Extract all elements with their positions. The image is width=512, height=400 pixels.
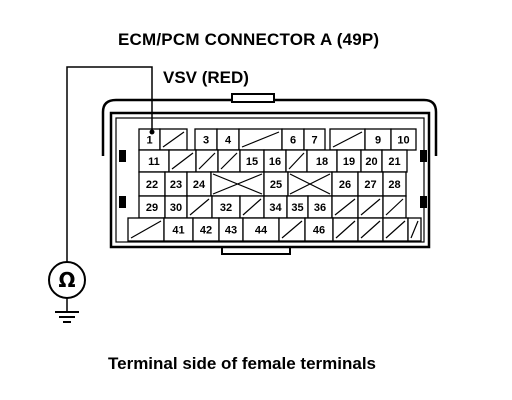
terminal-number: 25: [270, 179, 282, 191]
terminal-number: 27: [364, 179, 376, 191]
terminal-number: 21: [388, 156, 400, 168]
terminal-number: 35: [291, 202, 303, 214]
empty-mark: [385, 220, 406, 239]
terminal-number: 18: [316, 156, 328, 168]
diagram-title: ECM/PCM CONNECTOR A (49P): [118, 30, 380, 49]
empty-mark: [334, 198, 356, 216]
empty-mark: [332, 131, 363, 148]
terminal-number: 19: [343, 156, 355, 168]
probe-contact: [149, 129, 155, 135]
ohmmeter-symbol: Ω: [48, 261, 86, 299]
ohm-icon: Ω: [58, 268, 75, 292]
empty-mark: [288, 152, 305, 170]
terminal-number: 22: [146, 179, 158, 191]
terminal-number: 32: [220, 202, 232, 214]
cross-mark: [289, 173, 331, 195]
empty-mark: [360, 198, 381, 216]
wire-color-label: VSV (RED): [163, 68, 249, 87]
terminal-number: 15: [246, 156, 258, 168]
empty-mark: [242, 198, 262, 216]
terminal-number: 44: [255, 225, 268, 237]
terminal-number: 36: [314, 202, 326, 214]
terminal-number: 23: [170, 179, 182, 191]
empty-mark: [189, 198, 210, 216]
terminal-number: 10: [397, 135, 409, 147]
terminal-number: 34: [269, 202, 282, 214]
test-lead-wire: [66, 66, 153, 262]
terminal-number: 7: [311, 135, 317, 147]
terminal-number: 6: [290, 135, 296, 147]
terminal-number: 46: [313, 225, 325, 237]
connector-housing: [101, 93, 438, 255]
terminal-cavity-27: [357, 171, 384, 197]
cross-mark: [212, 173, 263, 195]
empty-mark: [220, 152, 238, 170]
terminal-cavity-22: [138, 171, 166, 197]
view-caption: Terminal side of female terminals: [108, 354, 376, 373]
terminal-number: 1: [146, 135, 152, 147]
terminal-number: 20: [365, 156, 377, 168]
terminal-number: 16: [269, 156, 281, 168]
terminal-number: 29: [146, 202, 158, 214]
terminal-cavity-26: [331, 171, 359, 197]
empty-mark: [360, 220, 381, 239]
empty-mark: [241, 131, 280, 148]
terminal-number: 30: [170, 202, 182, 214]
terminal-number: 4: [225, 135, 232, 147]
terminal-number: 24: [193, 179, 206, 191]
ground-icon: [55, 311, 79, 323]
terminal-number: 26: [339, 179, 351, 191]
empty-mark: [281, 220, 303, 239]
empty-mark: [385, 198, 404, 216]
terminal-number: 11: [148, 156, 160, 168]
empty-mark: [198, 152, 216, 170]
terminal-number: 43: [225, 225, 237, 237]
empty-mark: [130, 220, 162, 239]
empty-mark: [162, 131, 185, 148]
terminal-number: 42: [200, 225, 212, 237]
terminal-number: 41: [172, 225, 184, 237]
terminal-number: 9: [375, 135, 381, 147]
empty-mark: [171, 152, 194, 170]
empty-mark: [410, 220, 419, 239]
terminal-number: 3: [203, 135, 209, 147]
terminal-number: 28: [388, 179, 400, 191]
empty-mark: [335, 220, 356, 239]
